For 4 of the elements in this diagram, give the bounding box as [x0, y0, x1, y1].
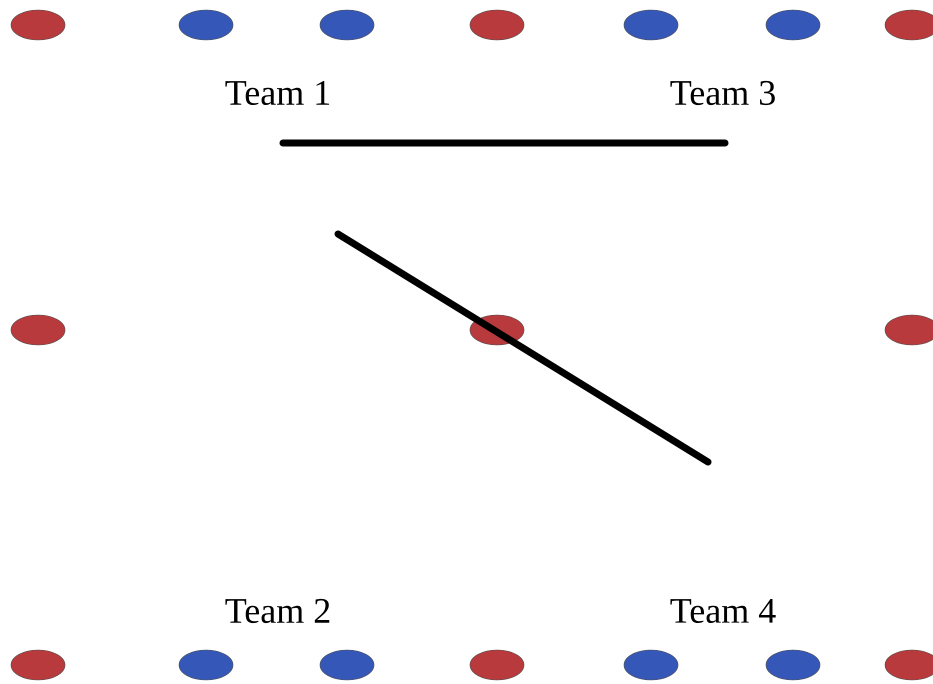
team-label: Team 2	[225, 598, 330, 624]
team-label: Team 4	[670, 598, 776, 623]
team-label: Team 1	[225, 80, 330, 106]
team-label: Team 3	[670, 80, 775, 106]
